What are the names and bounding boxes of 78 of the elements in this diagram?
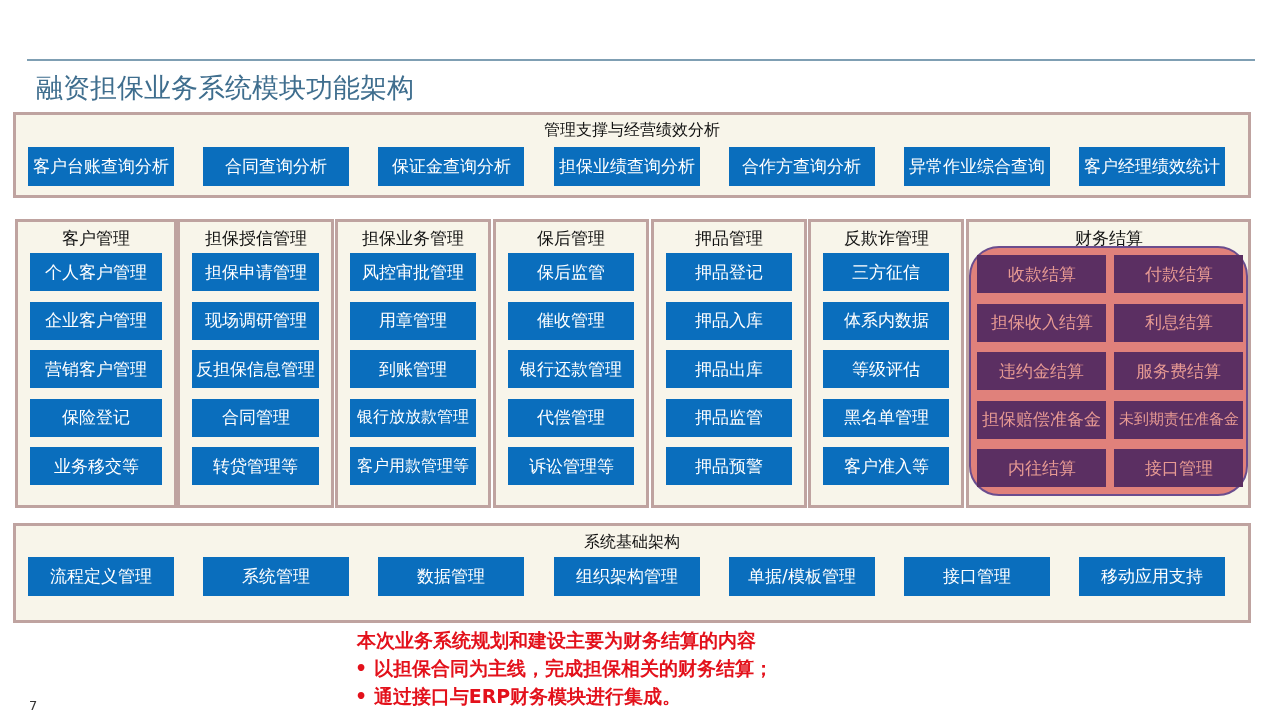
module-box: 三方征信 (823, 253, 949, 291)
module-box: 催收管理 (508, 301, 634, 340)
section-heading: 押品管理 (694, 227, 764, 250)
section-column (335, 219, 491, 508)
module-box: 违约金结算 (977, 352, 1106, 390)
module-box: 担保收入结算 (977, 303, 1106, 342)
module-box: 担保申请管理 (192, 253, 319, 291)
module-box: 用章管理 (350, 301, 476, 340)
module-box: 业务移交等 (30, 447, 162, 485)
section-heading: 客户管理 (61, 227, 131, 250)
module-box: 个人客户管理 (30, 253, 162, 291)
section-band (13, 523, 1251, 623)
module-box: 异常作业综合查询 (904, 147, 1050, 186)
module-box: 代偿管理 (508, 398, 634, 437)
section-column (808, 219, 964, 508)
module-box: 押品出库 (666, 350, 792, 388)
page-title: 融资担保业务系统模块功能架构 (36, 71, 414, 105)
module-box: 反担保信息管理 (192, 350, 319, 388)
module-box: 保后监管 (508, 253, 634, 291)
module-box: 银行还款管理 (508, 350, 634, 388)
module-box: 客户台账查询分析 (28, 147, 174, 186)
section-heading: 财务结算 (1073, 227, 1144, 250)
module-box: 企业客户管理 (30, 301, 162, 340)
section-column (177, 219, 334, 508)
module-box: 转贷管理等 (192, 447, 319, 485)
module-box: 体系内数据 (823, 301, 949, 340)
section-heading: 系统基础架构 (583, 532, 681, 553)
module-box: 数据管理 (378, 557, 525, 596)
module-box: 押品监管 (666, 398, 792, 437)
module-box: 内往结算 (977, 449, 1106, 487)
module-box: 客户经理绩效统计 (1079, 147, 1226, 186)
section-heading: 保后管理 (536, 227, 606, 250)
module-box: 保证金查询分析 (378, 147, 525, 186)
module-box: 押品预警 (666, 447, 792, 485)
section-column (651, 219, 807, 508)
module-box: 风控审批管理 (350, 253, 476, 291)
module-box: 未到期责任准备金 (1114, 400, 1243, 439)
section-heading: 担保业务管理 (361, 227, 465, 250)
note-text: • 通过接口与ERP财务模块进行集成。 (355, 684, 682, 709)
module-box: 单据/模板管理 (728, 557, 875, 596)
module-box: 到账管理 (350, 350, 476, 388)
module-box: 收款结算 (977, 255, 1106, 293)
section-heading: 管理支撑与经营绩效分析 (543, 120, 721, 141)
section-heading: 担保授信管理 (203, 227, 308, 250)
module-box: 合同管理 (192, 398, 319, 437)
module-box: 接口管理 (904, 557, 1050, 596)
section-heading: 反欺诈管理 (842, 227, 930, 250)
module-box: 付款结算 (1114, 255, 1243, 293)
section-column (15, 219, 177, 508)
module-box: 合作方查询分析 (728, 147, 875, 186)
module-box: 诉讼管理等 (508, 447, 634, 485)
module-box: 服务费结算 (1114, 352, 1243, 390)
module-box: 银行放放款管理 (350, 398, 476, 437)
module-box: 利息结算 (1114, 303, 1243, 342)
module-box: 系统管理 (203, 557, 350, 596)
section-band (13, 112, 1251, 198)
module-box: 担保业绩查询分析 (553, 147, 700, 186)
module-box: 现场调研管理 (192, 301, 319, 340)
module-box: 保险登记 (30, 398, 162, 437)
module-box: 担保赔偿准备金 (977, 400, 1106, 439)
module-box: 押品登记 (666, 253, 792, 291)
module-box: 营销客户管理 (30, 350, 162, 388)
module-box: 等级评估 (823, 350, 949, 388)
module-box: 客户准入等 (823, 447, 949, 485)
note-text: • 以担保合同为主线，完成担保相关的财务结算； (355, 656, 773, 681)
module-box: 组织架构管理 (553, 557, 700, 596)
module-box: 合同查询分析 (203, 147, 350, 186)
highlight-region (969, 246, 1248, 496)
module-box: 接口管理 (1114, 449, 1243, 487)
page-number: 7 (29, 698, 38, 713)
module-box: 黑名单管理 (823, 398, 949, 437)
section-column (493, 219, 649, 508)
module-box: 押品入库 (666, 301, 792, 340)
note-text: 本次业务系统规划和建设主要为财务结算的内容 (357, 628, 756, 653)
module-box: 客户用款管理等 (350, 447, 476, 485)
module-box: 移动应用支持 (1079, 557, 1226, 596)
module-box: 流程定义管理 (28, 557, 174, 596)
section-column (966, 219, 1251, 508)
